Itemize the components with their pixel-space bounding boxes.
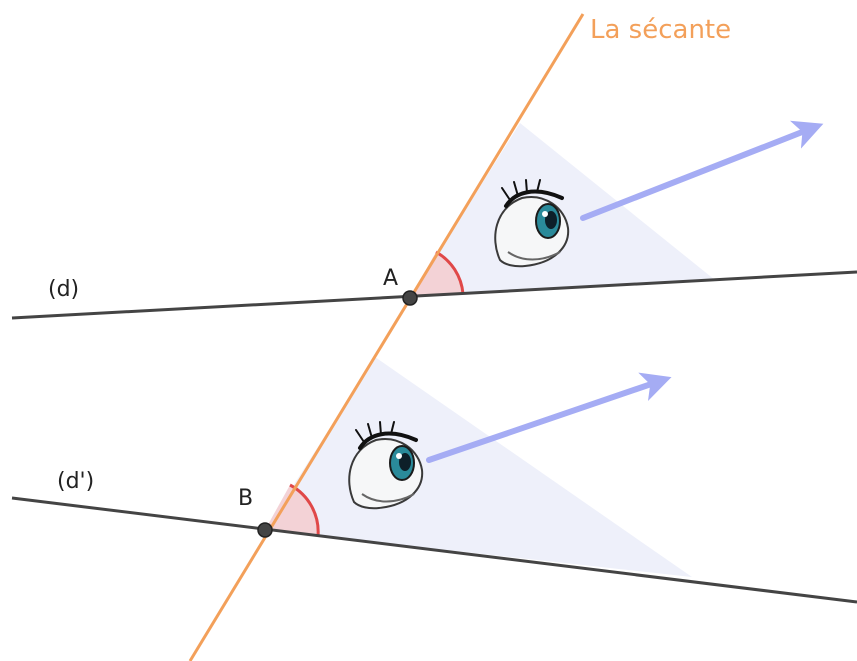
- eye-icon: [494, 179, 570, 268]
- eye-icon: [348, 421, 424, 510]
- point-a: [402, 290, 418, 306]
- line-d-prime-label: (d'): [57, 469, 94, 494]
- view-arrow-b: [426, 372, 672, 463]
- view-arrow-a: [580, 120, 824, 221]
- line-d-label: (d): [48, 277, 79, 302]
- view-cone-a: [410, 123, 715, 298]
- point-b-label: B: [238, 486, 253, 511]
- angle-arc-a: [435, 250, 465, 295]
- line-d: [11, 270, 857, 320]
- line-d-prime: [11, 496, 857, 604]
- point-b: [257, 522, 273, 538]
- secant-label: La sécante: [590, 15, 731, 45]
- secant-line: [188, 13, 585, 661]
- view-cone-b: [265, 357, 692, 577]
- point-a-label: A: [383, 266, 398, 291]
